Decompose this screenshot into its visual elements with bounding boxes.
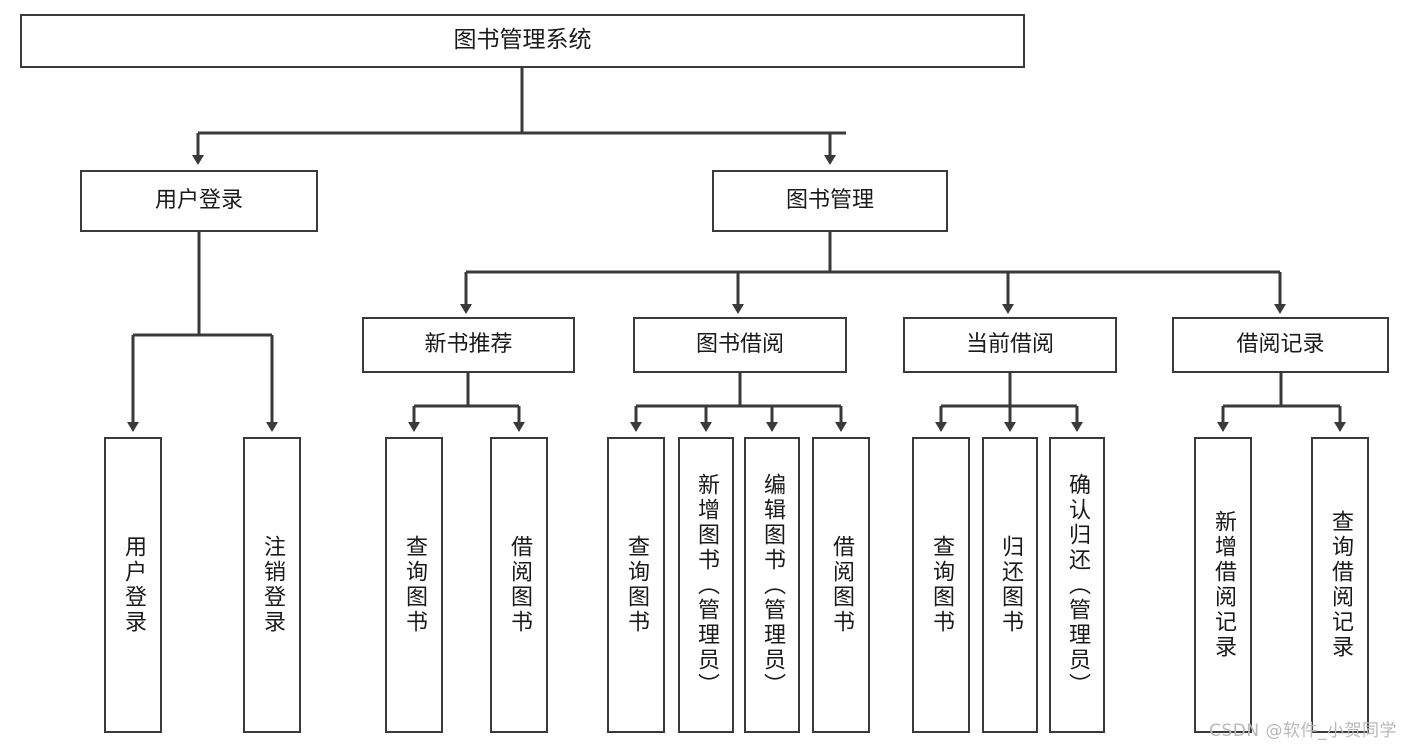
node-label: 查询图书 (624, 535, 649, 635)
leaf-query-book-nb[interactable]: 查询图书 (385, 437, 443, 733)
node-label: 用户登录 (154, 188, 243, 214)
node-root-system[interactable]: 图书管理系统 (20, 14, 1025, 68)
node-label: 查询借阅记录 (1328, 510, 1353, 660)
node-label: 当前借阅 (965, 332, 1054, 358)
node-label: 图书管理 (785, 188, 874, 214)
node-current-borrow[interactable]: 当前借阅 (903, 317, 1117, 373)
leaf-borrow-book-nb[interactable]: 借阅图书 (490, 437, 548, 733)
node-label: 编辑图书（管理员） (760, 472, 785, 698)
node-label: 查询图书 (929, 535, 954, 635)
node-book-borrow[interactable]: 图书借阅 (633, 317, 847, 373)
node-label: 图书管理系统 (453, 27, 592, 54)
node-label: 查询图书 (402, 535, 427, 635)
node-borrow-record[interactable]: 借阅记录 (1172, 317, 1389, 373)
node-label: 归还图书 (998, 535, 1023, 635)
node-label: 借阅图书 (507, 535, 532, 635)
leaf-add-borrow-record[interactable]: 新增借阅记录 (1194, 437, 1252, 733)
node-label: 新书推荐 (424, 332, 513, 358)
node-label: 图书借阅 (695, 332, 784, 358)
node-label: 新增图书（管理员） (694, 472, 719, 698)
node-user-login[interactable]: 用户登录 (80, 170, 318, 232)
leaf-add-book-admin[interactable]: 新增图书（管理员） (678, 437, 734, 733)
node-label: 用户登录 (121, 535, 146, 635)
node-label: 确认归还（管理员） (1065, 472, 1090, 698)
leaf-query-book-cb[interactable]: 查询图书 (912, 437, 970, 733)
leaf-query-book-bb[interactable]: 查询图书 (607, 437, 665, 733)
csdn-watermark: CSDN @软件_小贺同学 (1209, 721, 1397, 741)
node-book-manage[interactable]: 图书管理 (712, 170, 948, 232)
leaf-return-book[interactable]: 归还图书 (982, 437, 1038, 733)
leaf-query-borrow-record[interactable]: 查询借阅记录 (1311, 437, 1369, 733)
leaf-logout[interactable]: 注销登录 (243, 437, 301, 733)
node-new-book-recommend[interactable]: 新书推荐 (362, 317, 575, 373)
leaf-borrow-book-bb[interactable]: 借阅图书 (812, 437, 870, 733)
leaf-confirm-return-admin[interactable]: 确认归还（管理员） (1049, 437, 1105, 733)
node-label: 注销登录 (260, 535, 285, 635)
node-label: 借阅图书 (829, 535, 854, 635)
leaf-user-login[interactable]: 用户登录 (104, 437, 162, 733)
node-label: 借阅记录 (1236, 332, 1325, 358)
leaf-edit-book-admin[interactable]: 编辑图书（管理员） (744, 437, 800, 733)
node-label: 新增借阅记录 (1211, 510, 1236, 660)
